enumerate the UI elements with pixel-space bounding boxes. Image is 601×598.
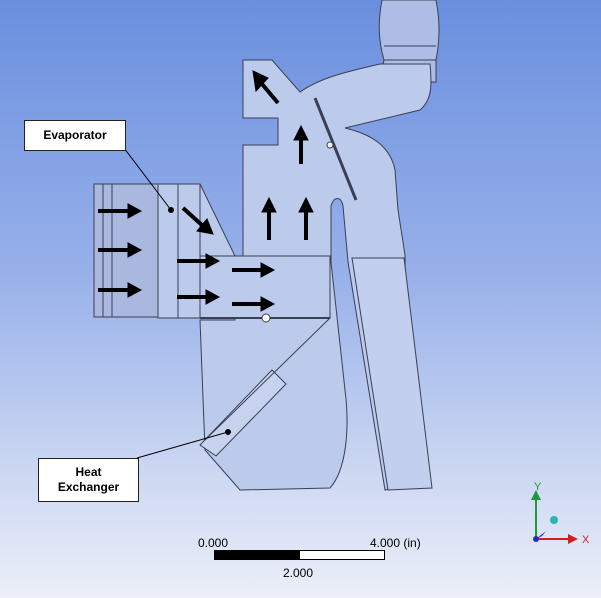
evaporator-label: Evaporator xyxy=(43,128,107,142)
upper-flap xyxy=(313,97,358,201)
scale-mid-label: 2.000 xyxy=(283,566,314,580)
axis-y-label: Y xyxy=(534,481,542,493)
evaporator-callout: Evaporator xyxy=(24,120,126,151)
axis-x-label: X xyxy=(582,534,590,546)
flow-arrow-icon xyxy=(252,70,280,105)
flow-arrow-icon xyxy=(98,203,143,219)
flow-arrows xyxy=(98,70,314,312)
scale-start-label: 0.000 xyxy=(198,536,229,550)
flow-arrow-icon xyxy=(98,282,143,298)
scale-end-label: 4.000 (in) xyxy=(370,536,421,550)
heat-exchanger xyxy=(199,369,287,457)
flow-arrow-icon xyxy=(177,289,221,305)
heat-exchanger-callout: Heat Exchanger xyxy=(38,458,139,502)
axis-triad[interactable]: Y X xyxy=(531,481,590,546)
flow-arrow-icon xyxy=(298,196,314,240)
flow-arrow-icon xyxy=(232,262,276,278)
top-duct xyxy=(378,0,440,83)
scale-bar xyxy=(214,550,385,560)
flow-arrow-icon xyxy=(98,242,143,258)
side-tube xyxy=(351,257,433,491)
heat-exchanger-label: Heat Exchanger xyxy=(57,465,120,494)
flow-arrow-icon xyxy=(232,296,276,312)
flow-arrow-icon xyxy=(293,124,309,164)
flow-arrow-icon xyxy=(261,196,277,240)
scale-bar-filled xyxy=(215,551,300,559)
hvac-geometry xyxy=(93,0,440,491)
flow-arrow-icon xyxy=(181,206,214,235)
flow-arrow-icon xyxy=(177,253,221,269)
callout-leaders xyxy=(123,147,231,459)
